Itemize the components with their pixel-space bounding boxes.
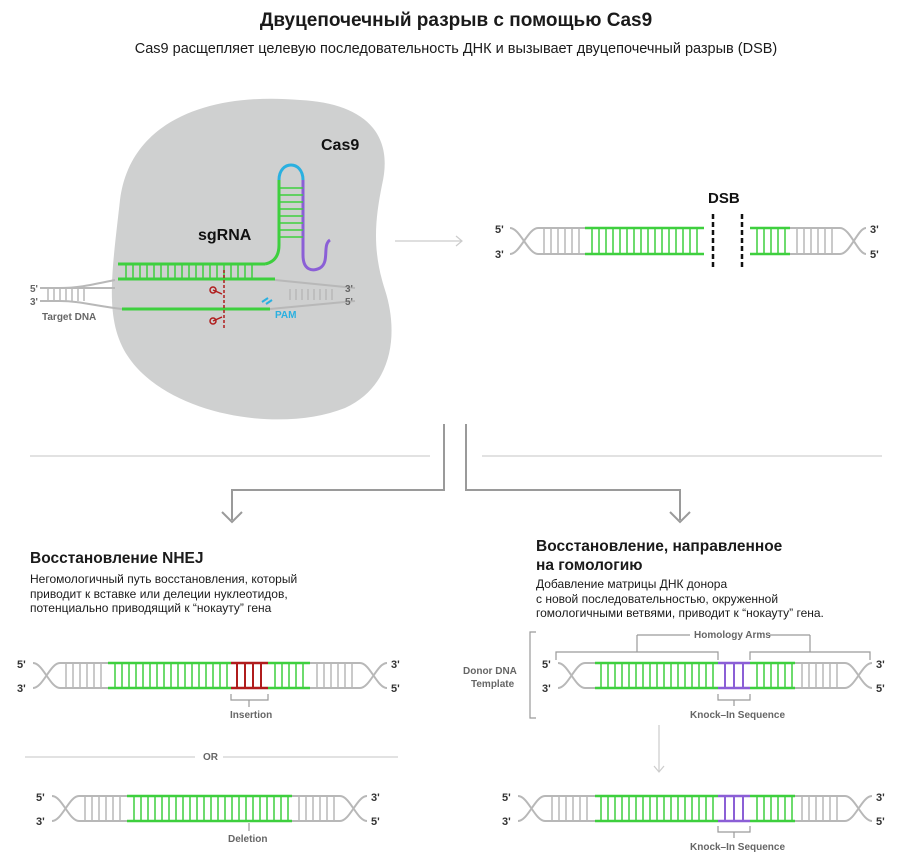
nhej-ins-five-prime-right: 5'	[391, 683, 400, 695]
hdr-description-line: Добавление матрицы ДНК донора	[536, 577, 728, 591]
nhej-del-five-prime-left: 5'	[36, 792, 45, 804]
arrow-down-icon	[653, 725, 665, 773]
dsb-dna	[509, 226, 867, 256]
pam-site	[261, 297, 273, 305]
cas9-protein-shape	[111, 98, 392, 420]
nhej-description-line: Негомологичный путь восстановления, кото…	[30, 572, 298, 586]
cas9-label: Cas9	[321, 137, 359, 154]
sgrna-hairpin-loop	[277, 163, 305, 181]
hdr-top-three-prime-right: 3'	[876, 659, 885, 671]
hdr-top-five-prime-left: 5'	[542, 659, 551, 671]
hdr-result-dna	[517, 794, 873, 823]
nhej-description-line: приводит к вставке или делеции нуклеотид…	[30, 586, 288, 601]
hdr-top-three-prime-left: 3'	[542, 683, 551, 695]
dsb-five-prime-left: 5'	[495, 224, 504, 236]
donor-template-label-1: Donor DNA	[463, 666, 517, 677]
sgrna-label: sgRNA	[198, 227, 252, 244]
pam-label: PAM	[275, 310, 296, 321]
insertion-bracket	[230, 694, 269, 701]
nhej-description-line: потенциально приводящий к “нокауту” гена	[30, 601, 272, 615]
donor-template-label-2: Template	[471, 679, 515, 690]
dsb-rungs	[543, 228, 833, 254]
dsb-five-prime-right: 5'	[870, 249, 879, 261]
hdr-description: Добавление матрицы ДНК донора с новой по…	[536, 577, 896, 621]
or-label: OR	[203, 752, 219, 763]
nhej-del-three-prime-left: 3'	[36, 816, 45, 828]
dsb-break-marks	[711, 214, 744, 268]
knockin-bracket-top	[717, 694, 751, 701]
nhej-insertion-rungs	[65, 663, 353, 688]
target-three-prime-right: 3'	[345, 284, 353, 295]
hdr-donor-rungs	[600, 663, 838, 688]
hdr-heading-line: на гомологию	[536, 557, 643, 574]
hairpin-rungs	[279, 187, 303, 238]
homology-arms-bracket	[555, 634, 871, 660]
hdr-bot-three-prime-left: 3'	[502, 816, 511, 828]
nhej-deletion-rungs	[84, 796, 335, 821]
donor-template-bracket	[529, 631, 536, 719]
insertion-label: Insertion	[230, 710, 272, 721]
hdr-top-five-prime-right: 5'	[876, 683, 885, 695]
hdr-donor-dna	[557, 661, 873, 690]
sgrna-hairpin-purple	[301, 180, 332, 272]
nhej-del-five-prime-right: 5'	[371, 816, 380, 828]
target-five-prime-left: 5'	[30, 284, 38, 295]
arrow-right-icon	[395, 235, 463, 247]
hdr-bot-five-prime-left: 5'	[502, 792, 511, 804]
nhej-insertion-dna	[32, 661, 388, 690]
deletion-label: Deletion	[228, 834, 267, 845]
dsb-label: DSB	[708, 190, 740, 207]
page-title: Двуцепочечный разрыв с помощью Cas9	[259, 10, 653, 31]
nhej-ins-three-prime-right: 3'	[391, 659, 400, 671]
page-subtitle: Cas9 расщепляет целевую последовательнос…	[134, 41, 778, 57]
sgrna-hairpin-green	[264, 180, 281, 266]
knockin-bracket-bottom	[717, 826, 751, 833]
nhej-description: Негомологичный путь восстановления, кото…	[30, 572, 370, 616]
nhej-heading: Восстановление NHEJ	[30, 550, 204, 567]
nhej-ins-three-prime-left: 3'	[17, 683, 26, 695]
target-dna-rungs	[47, 288, 333, 301]
target-three-prime-left: 3'	[30, 297, 38, 308]
dsb-three-prime-left: 3'	[495, 249, 504, 261]
nhej-del-three-prime-right: 3'	[371, 792, 380, 804]
target-five-prime-right: 5'	[345, 297, 353, 308]
knockin-label-bottom: Knock–In Sequence	[690, 842, 785, 853]
branch-connector	[30, 424, 882, 524]
scissors-icon	[209, 270, 225, 328]
sgrna-rungs	[125, 264, 253, 279]
nhej-ins-five-prime-left: 5'	[17, 659, 26, 671]
hdr-result-rungs	[551, 796, 838, 821]
hdr-description-line: с новой последовательностью, окруженной	[536, 591, 779, 606]
knockin-label-top: Knock–In Sequence	[690, 710, 785, 721]
homology-arms-label: Homology Arms	[694, 630, 771, 641]
hdr-bot-three-prime-right: 3'	[876, 792, 885, 804]
target-dna-label: Target DNA	[42, 312, 96, 323]
hdr-description-line: гомологичными ветвями, приводит к “нокау…	[536, 606, 824, 620]
hdr-bot-five-prime-right: 5'	[876, 816, 885, 828]
hdr-heading: Восстановление, направленное на гомологи…	[536, 537, 782, 575]
dsb-three-prime-right: 3'	[870, 224, 879, 236]
hdr-heading-line: Восстановление, направленное	[536, 538, 783, 555]
